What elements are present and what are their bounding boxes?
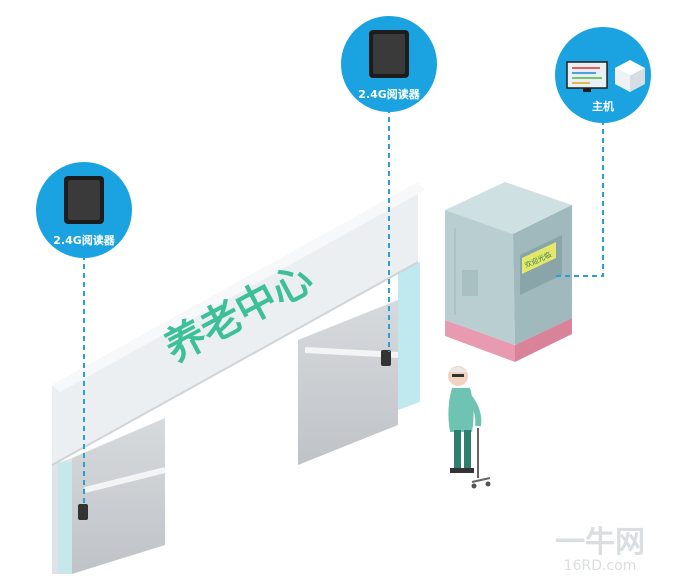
watermark: 一牛网 16RD.com [555, 525, 645, 574]
cane-foot [471, 483, 477, 489]
person-arm [467, 396, 482, 427]
monitor-icon [566, 61, 608, 89]
kiosk-base-right [515, 318, 572, 362]
gate-right-door [298, 300, 398, 465]
walking-cane-base [471, 477, 491, 483]
kiosk-left-face [445, 210, 515, 345]
node-reader-left: 2.4G阅读器 [36, 162, 132, 258]
watermark-domain: 16RD.com [564, 558, 637, 574]
person-shoe-left [450, 468, 462, 473]
kiosk-screen [522, 242, 556, 274]
cane-foot [485, 481, 491, 487]
link-host-kiosk [556, 120, 604, 277]
reader-device-icon [369, 30, 409, 78]
elderly-person [448, 366, 491, 489]
kiosk-top [445, 182, 572, 234]
door-reader-left [78, 504, 88, 520]
gate-lintel-front [52, 182, 418, 465]
gate-right-pillar [398, 262, 420, 410]
door-reader-right [381, 350, 391, 366]
reader-device-icon [64, 176, 104, 224]
gate-left-door-bar [84, 467, 166, 493]
person-hair [449, 367, 467, 372]
kiosk-cabinet: 欢迎光临 [445, 182, 572, 362]
host-label: 主机 [592, 99, 614, 113]
node-host: 主机 [555, 27, 651, 123]
person-leg-right [464, 430, 471, 470]
person-leg-left [454, 430, 461, 470]
node-reader-top: 2.4G阅读器 [341, 16, 437, 112]
person-glasses [452, 374, 464, 377]
gate-lintel-edge [51, 261, 419, 466]
watermark-brand: 一牛网 [555, 525, 645, 560]
gate-left-pillar-glass [58, 462, 72, 574]
reader-top-label: 2.4G阅读器 [358, 87, 421, 101]
person-torso [448, 388, 474, 432]
person-shoe-right [462, 468, 474, 473]
kiosk-vent [462, 270, 478, 296]
reader-left-label: 2.4G阅读器 [53, 233, 116, 247]
gate-left-door [72, 418, 165, 574]
kiosk-base-left [445, 320, 515, 362]
gate-structure: 养老中心 [51, 182, 425, 574]
gate-lintel-top [52, 182, 425, 392]
computer-server-icon [566, 60, 645, 92]
connection-links [83, 108, 604, 505]
